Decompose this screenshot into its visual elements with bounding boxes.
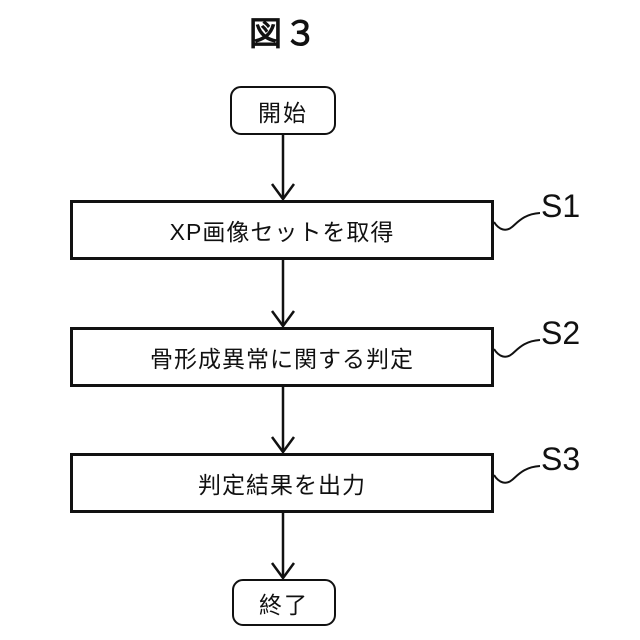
end-terminal-label: 終了 [259,591,309,618]
down-arrow-icon [270,260,296,329]
figure-title: 図３ [249,15,319,52]
start-terminal-label: 開始 [258,99,308,126]
process-box-label: 判定結果を出力 [198,472,366,498]
squiggle-connector [493,212,541,231]
step-ref-label-s3: S3 [541,441,581,477]
process-box-s2: 骨形成異常に関する判定 [70,327,494,387]
end-terminal: 終了 [232,579,336,626]
process-box-s3: 判定結果を出力 [70,453,494,513]
process-box-s1: XP画像セットを取得 [70,200,494,260]
down-arrow-icon [270,513,296,581]
down-arrow-icon [270,135,296,202]
step-ref-label-s2: S2 [541,315,581,351]
squiggle-connector [493,465,541,484]
process-box-label: 骨形成異常に関する判定 [150,346,414,372]
squiggle-connector [493,339,541,358]
down-arrow-icon [270,387,296,455]
step-ref-label-s1: S1 [541,188,581,224]
process-box-label: XP画像セットを取得 [169,219,395,245]
start-terminal: 開始 [230,86,336,135]
